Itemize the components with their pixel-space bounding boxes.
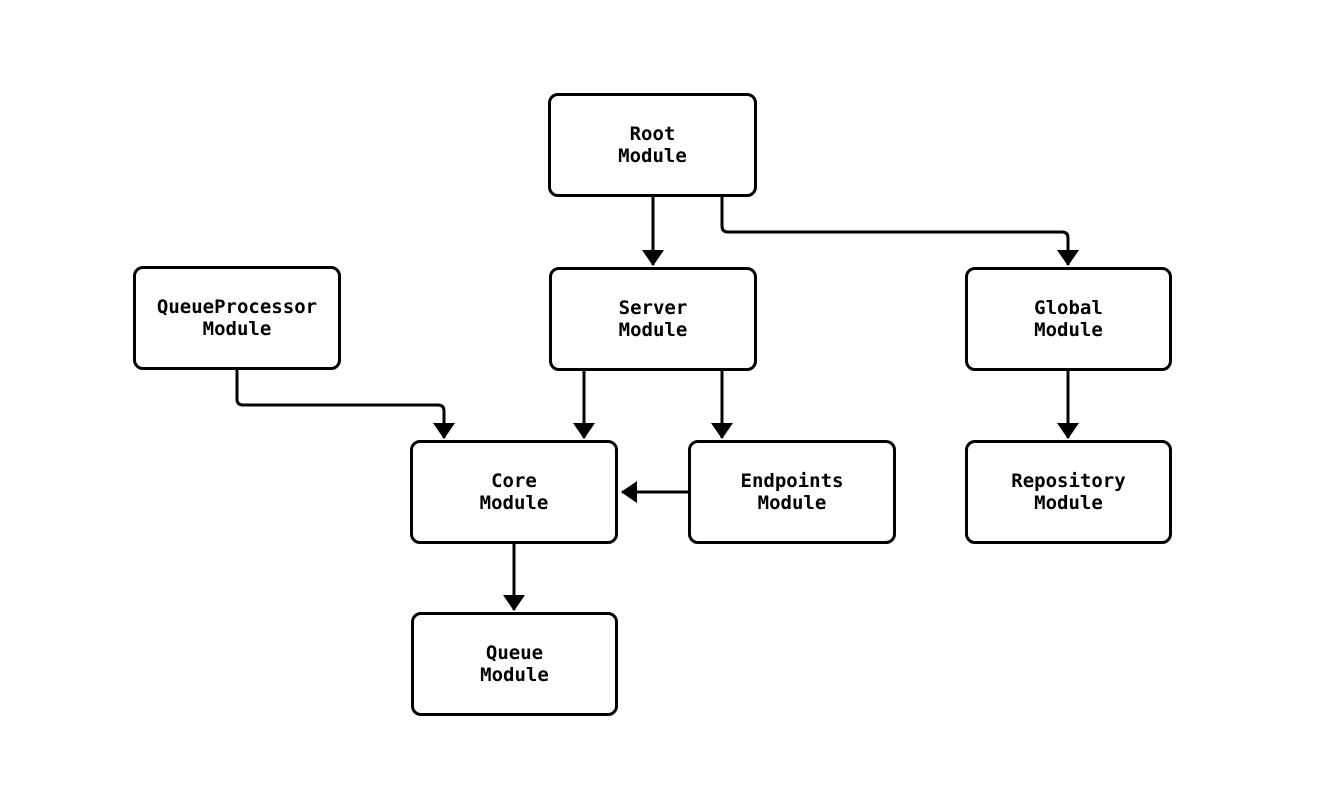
node-label-line: Queue — [485, 642, 544, 664]
node-label-line: Global — [1034, 297, 1103, 319]
node-label-line: QueueProcessor — [156, 296, 318, 318]
node-label-line: Server — [618, 297, 688, 319]
node-label-line: Module — [1034, 492, 1103, 514]
node-label-line: Repository — [1011, 470, 1126, 492]
node-global-module: Global Module — [965, 267, 1172, 371]
node-server-module: Server Module — [549, 267, 757, 371]
node-queue-module: Queue Module — [411, 612, 618, 716]
node-label-line: Module — [618, 145, 687, 167]
node-label-line: Endpoints — [740, 470, 844, 492]
node-endpoints-module: Endpoints Module — [688, 440, 896, 544]
node-label-line: Module — [480, 664, 549, 686]
node-label-line: Core — [491, 470, 537, 492]
node-root-module: Root Module — [548, 93, 757, 197]
node-label-line: Module — [202, 318, 272, 340]
node-repository-module: Repository Module — [965, 440, 1172, 544]
node-queueprocessor-module: QueueProcessor Module — [133, 266, 341, 370]
edge-root-to-global — [720, 197, 1079, 266]
node-label-line: Module — [479, 492, 549, 514]
node-label-line: Root — [629, 123, 676, 145]
edge-queueprocessor-to-core — [235, 370, 455, 439]
node-label-line: Module — [1034, 319, 1103, 341]
node-core-module: Core Module — [410, 440, 618, 544]
node-label-line: Module — [757, 492, 827, 514]
node-label-line: Module — [618, 319, 688, 341]
